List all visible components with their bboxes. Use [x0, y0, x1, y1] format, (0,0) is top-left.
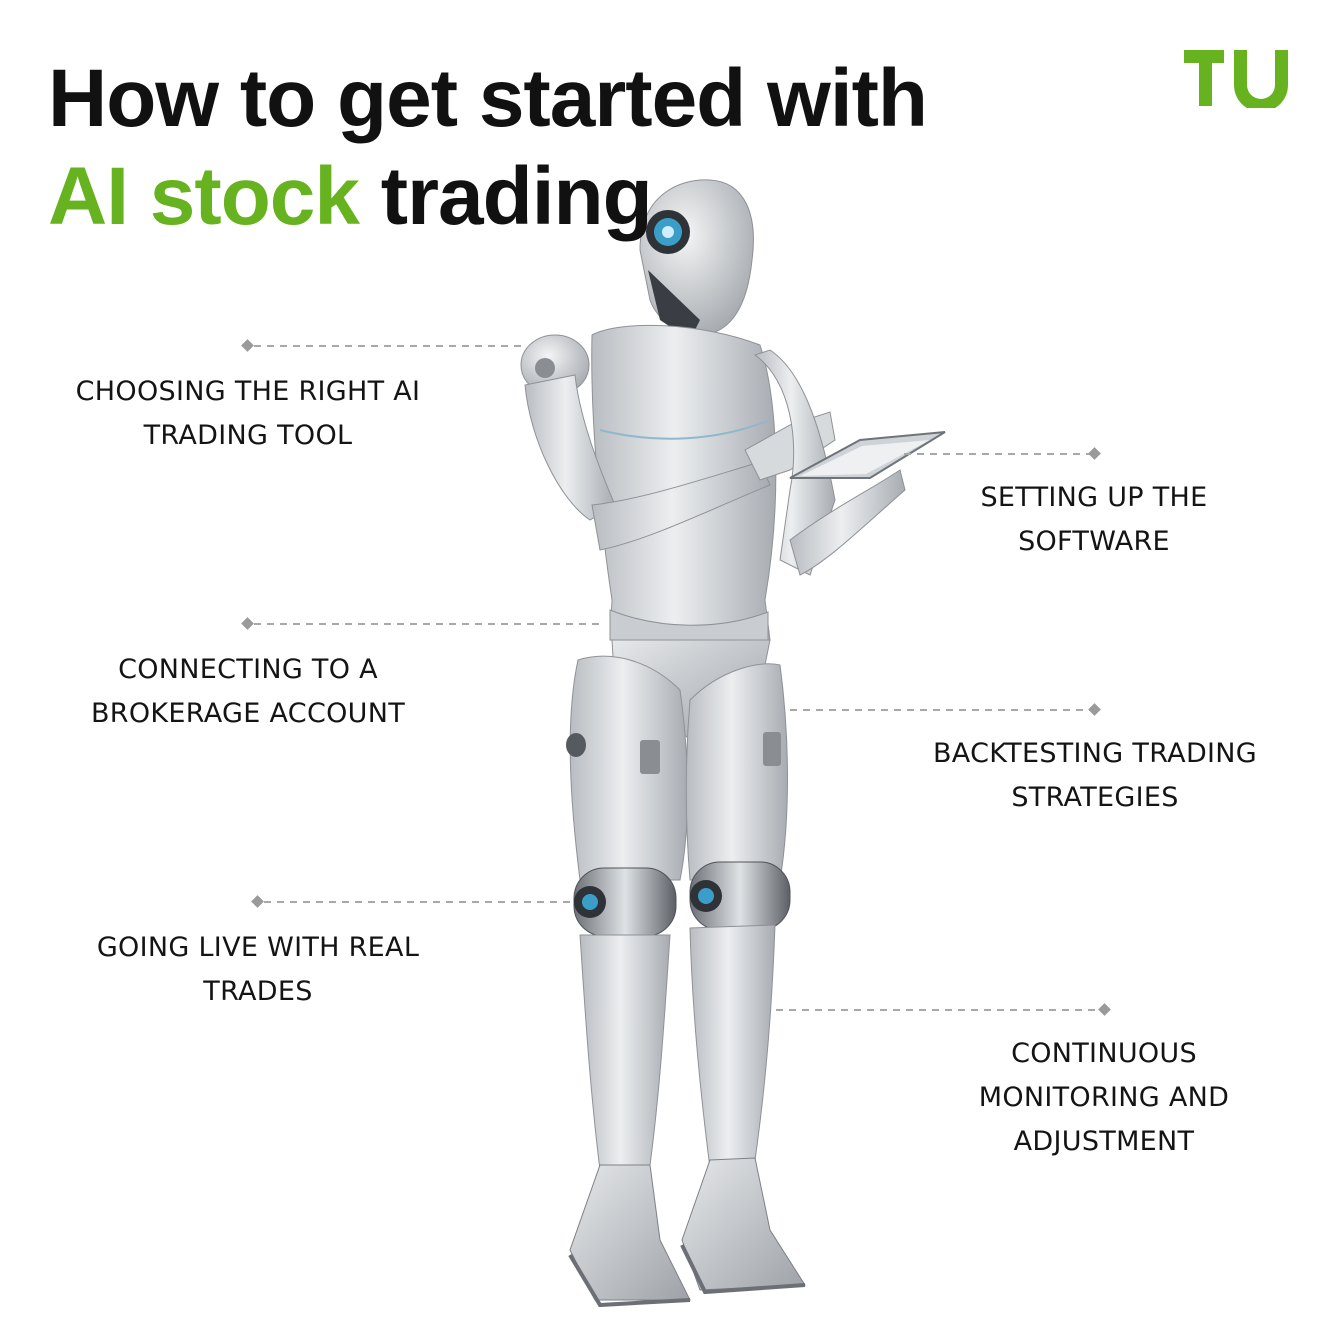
step-backtesting: BACKTESTING TRADING STRATEGIES	[932, 738, 1258, 813]
step-setting-up-software: SETTING UP THE SOFTWARE	[980, 482, 1208, 557]
step-choosing-tool: CHOOSING THE RIGHT AI TRADING TOOL	[75, 376, 421, 451]
title-rest: trading	[380, 151, 653, 242]
tablet	[789, 431, 946, 479]
robot-left-arm	[520, 334, 836, 551]
title-highlight: AI stock	[48, 151, 360, 242]
robot-torso	[591, 324, 777, 741]
title-line-1: How to get started with	[48, 53, 928, 144]
step-going-live: GOING LIVE WITH REAL TRADES	[96, 932, 420, 1007]
brand-logo: TU	[1184, 50, 1288, 108]
page-title: How to get started with AI stock trading	[48, 50, 928, 246]
step-continuous-monitoring: CONTINUOUS MONITORING AND ADJUSTMENT	[978, 1038, 1230, 1157]
robot-head	[639, 179, 754, 340]
robot-right-arm	[753, 349, 906, 576]
step-connecting-brokerage: CONNECTING TO A BROKERAGE ACCOUNT	[90, 654, 406, 729]
robot-legs	[566, 655, 806, 1308]
